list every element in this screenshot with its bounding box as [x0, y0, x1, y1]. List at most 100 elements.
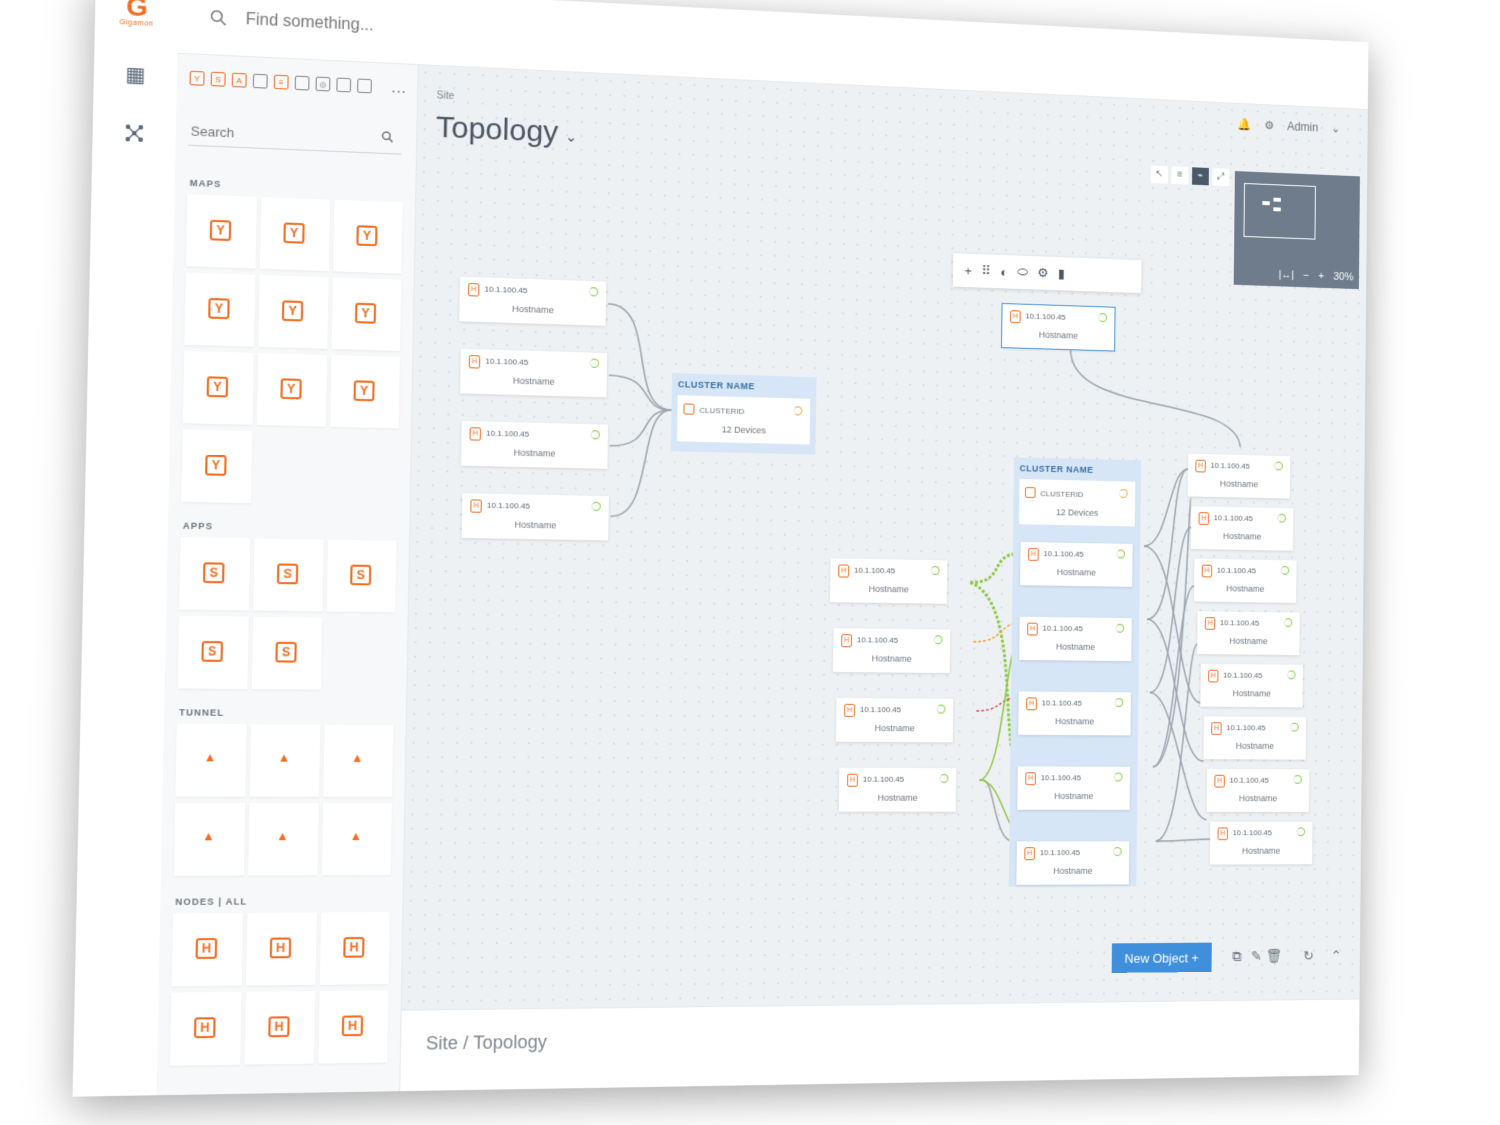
palette-item-map[interactable]: Y	[258, 275, 328, 349]
device-node-selected[interactable]: H10.1.100.45Hostname	[1002, 304, 1115, 351]
palette-item-tunnel[interactable]: ▲	[175, 724, 246, 797]
device-node[interactable]: H10.1.100.45Hostname	[462, 493, 609, 540]
dashboard-icon[interactable]: ▦	[122, 62, 148, 88]
palette-item-map[interactable]: Y	[257, 353, 328, 427]
link[interactable]	[1147, 468, 1188, 620]
palette-item-tunnel[interactable]: ▲	[250, 724, 321, 797]
palette-item-node[interactable]: H	[318, 990, 388, 1063]
device-node[interactable]: H10.1.100.45Hostname	[460, 349, 607, 398]
delete-icon[interactable]: 🗑	[1266, 948, 1283, 965]
device-node[interactable]: H10.1.100.45Hostname	[833, 628, 950, 673]
device-node[interactable]: H10.1.100.45Hostname	[461, 421, 608, 469]
link[interactable]	[606, 304, 673, 410]
device-node[interactable]: H10.1.100.45Hostname	[1203, 716, 1306, 759]
palette-item-tunnel[interactable]: ▲	[323, 725, 393, 797]
device-node[interactable]: H10.1.100.45Hostname	[1019, 617, 1132, 661]
cluster-group[interactable]: CLUSTER NAME CLUSTERID 12 Devices	[671, 373, 817, 455]
palette-item-app[interactable]: S	[252, 617, 323, 690]
edit-icon[interactable]: ✎	[1251, 948, 1262, 965]
device-node[interactable]: H10.1.100.45Hostname	[830, 558, 947, 603]
cluster-card[interactable]: CLUSTERID 12 Devices	[1019, 479, 1135, 526]
palette-item-tunnel[interactable]: ▲	[174, 803, 246, 876]
palette-item-map[interactable]: Y	[332, 277, 402, 351]
device-node[interactable]: H10.1.100.45Hostname	[459, 277, 606, 326]
status-icon	[1119, 489, 1128, 498]
link[interactable]	[1144, 468, 1188, 547]
palette-item-app[interactable]: S	[177, 616, 248, 689]
refresh-icon[interactable]: ↻	[1303, 948, 1314, 965]
palette-item-map[interactable]: Y	[330, 355, 400, 428]
node-hostname: Hostname	[833, 653, 950, 664]
gear-icon[interactable]: ⚙	[1037, 265, 1048, 281]
cluster-group[interactable]: CLUSTER NAME CLUSTERID 12 Devices H10.1.…	[1009, 457, 1141, 887]
more-options-button[interactable]: ...	[392, 79, 407, 96]
node-hostname: Hostname	[1002, 328, 1114, 341]
tag-icon[interactable]: ⬭	[1017, 264, 1028, 280]
node-hostname: Hostname	[1204, 741, 1306, 751]
device-node[interactable]: H10.1.100.45Hostname	[839, 768, 956, 812]
link[interactable]	[1069, 349, 1241, 447]
palette-item-app[interactable]: S	[179, 537, 250, 610]
palette-item-tunnel[interactable]: ▲	[322, 803, 392, 875]
device-node[interactable]: H10.1.100.45Hostname	[1188, 454, 1291, 499]
cluster-card[interactable]: CLUSTERID 12 Devices	[677, 395, 810, 444]
node-hostname: Hostname	[1188, 478, 1290, 490]
grid-filter-icon[interactable]	[295, 76, 310, 91]
device-node[interactable]: H10.1.100.45Hostname	[1191, 506, 1294, 551]
device-node[interactable]: H10.1.100.45Hostname	[1210, 822, 1313, 865]
globe-filter-icon[interactable]: ◎	[316, 77, 331, 92]
palette-search-input[interactable]	[188, 116, 402, 155]
app-filter-icon[interactable]: S	[211, 72, 226, 87]
palette-item-node[interactable]: H	[320, 912, 390, 985]
copy-filter-icon[interactable]	[253, 74, 268, 89]
status-icon	[793, 406, 802, 415]
grid-icon[interactable]: ⠿	[981, 263, 990, 279]
global-search-input[interactable]	[243, 5, 657, 56]
device-node[interactable]: H10.1.100.45Hostname	[836, 698, 953, 742]
breadcrumb[interactable]: Site / Topology	[426, 1032, 547, 1055]
device-node[interactable]: H10.1.100.45Hostname	[1197, 611, 1300, 655]
device-node[interactable]: H10.1.100.45Hostname	[1200, 664, 1303, 708]
palette-item-node[interactable]: H	[246, 912, 317, 985]
device-node[interactable]: H10.1.100.45Hostname	[1016, 841, 1129, 885]
topology-canvas[interactable]: Site Topology ⌄ 🔔 ⚙ Admin ⌄ ↖ ≡ ⌁ ⤢ |↔| …	[400, 65, 1368, 1091]
stack-filter-icon[interactable]: ≡	[274, 75, 289, 90]
device-node[interactable]: H10.1.100.45Hostname	[1017, 766, 1130, 810]
palette-item-map[interactable]: Y	[183, 351, 254, 425]
database-filter-icon[interactable]	[336, 78, 351, 93]
status-icon	[589, 287, 598, 296]
map-filter-icon[interactable]: Y	[190, 71, 205, 86]
node-icon: H	[844, 704, 855, 717]
chart-icon[interactable]: ▮	[1058, 266, 1065, 282]
palette-icon[interactable]: ◐	[1000, 264, 1008, 279]
device-node[interactable]: H10.1.100.45Hostname	[1194, 559, 1297, 603]
palette-item-node[interactable]: H	[170, 992, 242, 1066]
palette-item-map[interactable]: Y	[181, 429, 252, 503]
palette-item-app[interactable]: S	[327, 540, 397, 613]
device-node[interactable]: H10.1.100.45Hostname	[1207, 769, 1310, 812]
palette-item-map[interactable]: Y	[186, 194, 257, 268]
link[interactable]	[611, 409, 672, 518]
palette-item-node[interactable]: H	[244, 991, 315, 1065]
section-title-maps: MAPS	[190, 178, 222, 190]
link[interactable]	[608, 375, 672, 410]
add-icon[interactable]: +	[965, 263, 972, 278]
palette-item-map[interactable]: Y	[260, 197, 330, 271]
palette-item-node[interactable]: H	[172, 913, 244, 986]
node-icon: H	[1202, 565, 1212, 578]
palette-item-map[interactable]: Y	[333, 200, 403, 274]
copy-icon[interactable]: ⧉	[1232, 948, 1242, 965]
link[interactable]	[610, 408, 672, 447]
tunnel-filter-icon[interactable]: A	[232, 73, 247, 88]
link[interactable]	[1148, 693, 1208, 820]
device-node[interactable]: H10.1.100.45Hostname	[1020, 542, 1133, 587]
topology-icon[interactable]	[121, 122, 147, 148]
chevron-up-icon[interactable]: ⌃	[1331, 947, 1342, 964]
palette-item-map[interactable]: Y	[184, 272, 255, 346]
device-node[interactable]: H10.1.100.45Hostname	[1018, 691, 1131, 735]
image-filter-icon[interactable]	[357, 78, 372, 93]
new-object-button[interactable]: New Object +	[1111, 943, 1212, 973]
link[interactable]	[1156, 839, 1210, 841]
palette-item-tunnel[interactable]: ▲	[248, 803, 319, 876]
palette-item-app[interactable]: S	[253, 538, 324, 611]
